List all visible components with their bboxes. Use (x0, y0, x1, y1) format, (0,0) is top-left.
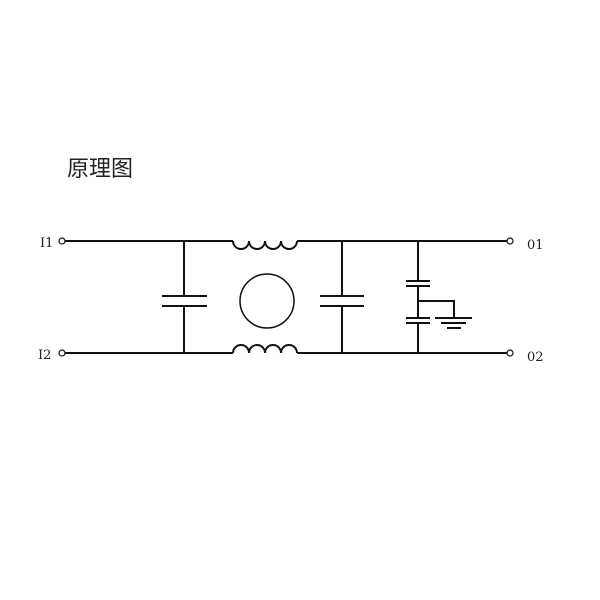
label-o1: 01 (527, 238, 544, 253)
terminal-i2 (58, 349, 66, 357)
label-i2: I2 (38, 348, 51, 363)
top-inductor (232, 240, 298, 250)
label-o2: 02 (527, 350, 544, 365)
capacitor-x2 (320, 241, 364, 353)
capacitor-y-pair (406, 241, 455, 353)
terminal-i1 (58, 237, 66, 245)
terminal-o2 (506, 349, 514, 357)
label-i1: I1 (40, 236, 53, 251)
diagram-title: 原理图 (67, 157, 133, 182)
choke-core (239, 273, 295, 329)
capacitor-x1 (162, 241, 207, 353)
terminal-o1 (506, 237, 514, 245)
bottom-inductor (232, 344, 298, 354)
ground-icon (435, 317, 472, 329)
